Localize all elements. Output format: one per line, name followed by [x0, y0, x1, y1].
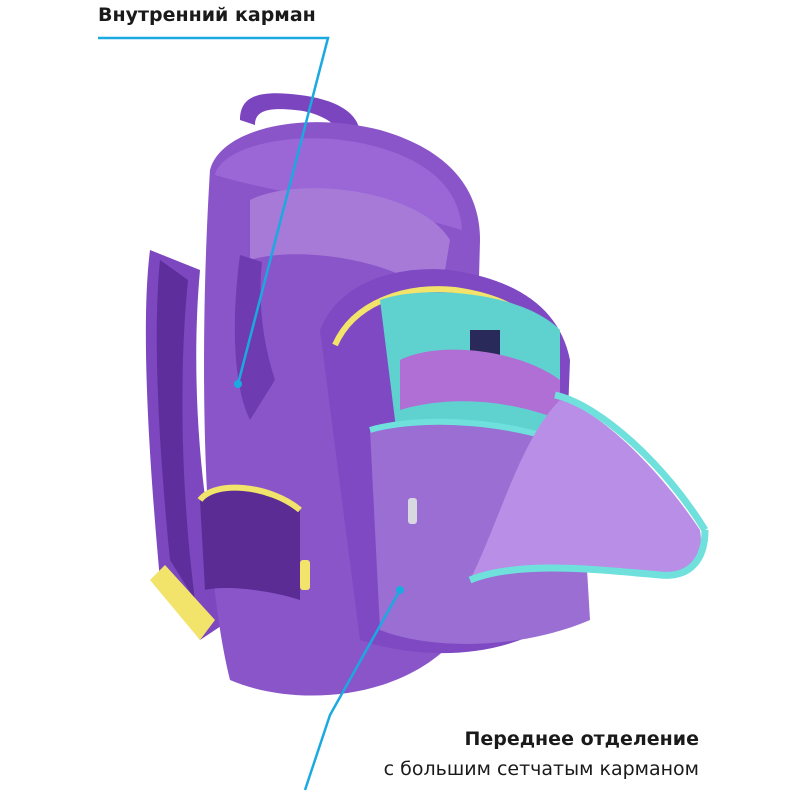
callout-front-compartment-title: Переднее отделение: [464, 728, 699, 750]
backpack-front-flap: [468, 391, 709, 584]
backpack-side-mesh-pocket: [197, 484, 302, 600]
zipper-pull-icon: [300, 498, 417, 590]
backpack-top-handle: [240, 93, 360, 140]
callout-pointer-lines: [98, 36, 404, 791]
callout-inner-pocket: Внутренний карман: [98, 4, 316, 26]
callout-front-compartment-subtitle: с большим сетчатым карманом: [383, 758, 699, 780]
